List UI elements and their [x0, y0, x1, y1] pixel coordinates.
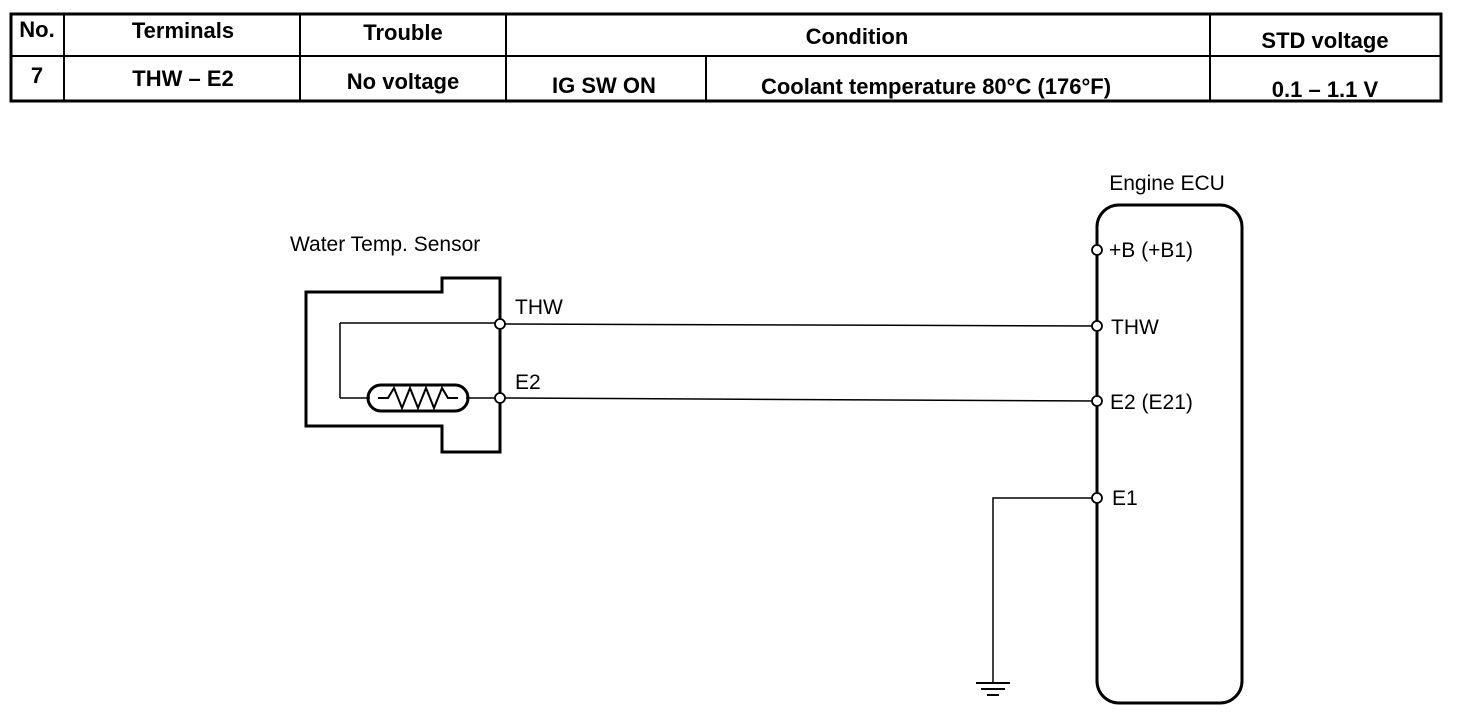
- sensor-title: Water Temp. Sensor: [290, 233, 480, 256]
- ecu-box: [1095, 203, 1244, 705]
- sensor-terminal-thw-label: THW: [515, 296, 563, 319]
- row-std-voltage: 0.1 – 1.1 V: [1272, 77, 1379, 102]
- wiring: [499, 323, 1098, 682]
- spec-table: [9, 12, 1443, 103]
- wire-thw: [499, 323, 1098, 327]
- sensor-housing: [304, 276, 502, 454]
- table-border: [9, 12, 1443, 103]
- header-no: No.: [19, 17, 54, 42]
- row-trouble: No voltage: [347, 69, 459, 94]
- ecu-terminal-b-label: +B (+B1): [1109, 239, 1193, 262]
- ecu-terminal-e1-label: E1: [1112, 487, 1138, 510]
- ecu-title: Engine ECU: [1109, 172, 1225, 195]
- ecu-terminal-b: [1091, 244, 1103, 256]
- thermistor-zigzag: [378, 385, 458, 411]
- row-condition-detail: Coolant temperature 80°C (176°F): [761, 74, 1111, 99]
- terminal-nodes: [494, 244, 1103, 504]
- ecu-terminal-e2-label: E2 (E21): [1110, 391, 1193, 414]
- ecu-terminal-e1: [1091, 492, 1103, 504]
- water-temp-sensor: [304, 276, 502, 454]
- thermistor-icon: [366, 383, 470, 413]
- ground-icon: [976, 682, 1010, 696]
- row-no: 7: [31, 63, 43, 88]
- row-terminals: THW – E2: [132, 66, 233, 91]
- header-terminals: Terminals: [132, 18, 234, 43]
- row-condition-switch: IG SW ON: [552, 73, 656, 98]
- sensor-terminal-e2-label: E2: [515, 371, 541, 394]
- wire-e1-ground: [992, 497, 1097, 682]
- header-condition: Condition: [806, 24, 909, 49]
- ecu-terminal-thw: [1091, 320, 1103, 332]
- wire-e2: [499, 397, 1098, 402]
- header-trouble: Trouble: [363, 20, 442, 45]
- sensor-terminal-e2: [494, 392, 506, 404]
- ecu-terminal-e2: [1091, 395, 1103, 407]
- sensor-terminal-thw: [494, 318, 506, 330]
- ecu-terminal-thw-label: THW: [1111, 316, 1159, 339]
- header-std-voltage: STD voltage: [1261, 28, 1388, 53]
